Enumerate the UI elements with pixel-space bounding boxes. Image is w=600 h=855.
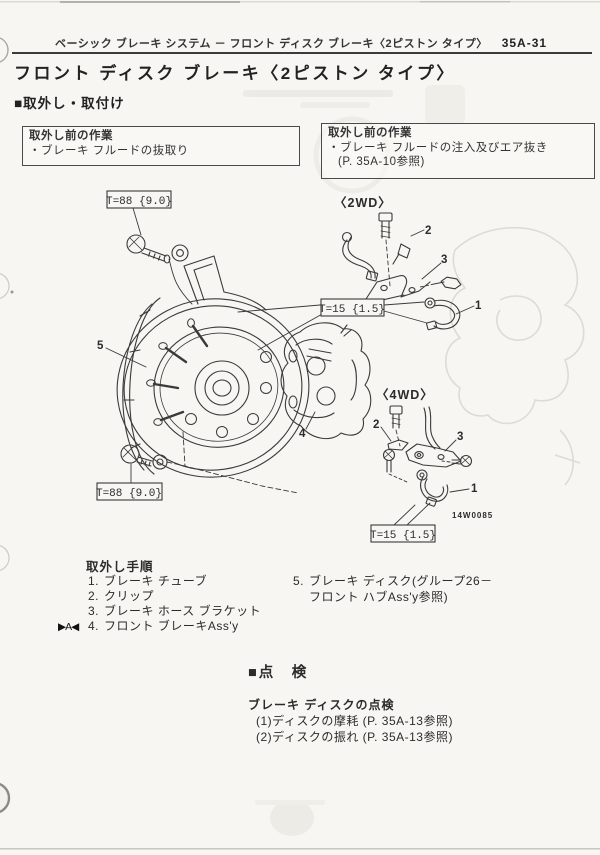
figure-code: 14W0085	[452, 511, 493, 520]
torque-label-lower: T=88 {9.0}	[96, 488, 162, 500]
pre-removal-box-right-title: 取外し前の作業	[328, 127, 412, 139]
page-number: 35A-31	[501, 36, 548, 50]
torque-label-4wd-hose: T=15 {1.5}	[370, 530, 436, 542]
page-title: フロント ディスク ブレーキ〈2ピストン タイプ〉	[14, 64, 456, 83]
removal-step-3: 3. ブレーキ ホース ブラケット	[58, 602, 261, 619]
background-ghost-sketch	[445, 226, 585, 486]
removal-step-5: 5. ブレーキ ディスク(グループ26－	[293, 572, 493, 589]
variant-label-4wd: 〈4WD〉	[376, 387, 434, 402]
step-number: 4.	[88, 619, 100, 633]
callout-1-4wd: 1	[471, 483, 478, 495]
step-number: 5.	[293, 574, 305, 588]
pre-removal-box-right-item: ・ブレーキ フルードの注入及びエア抜き	[328, 141, 548, 154]
removal-step-1: 1. ブレーキ チューブ	[58, 572, 207, 589]
2wd-parts-drawing	[341, 212, 475, 331]
removal-step-2: 2. クリップ	[58, 587, 154, 604]
removal-step-4: ▶A◀ 4. フロント ブレーキAss'y	[58, 617, 239, 634]
step-marker-a: ▶A◀	[58, 621, 79, 633]
section-heading-inspection: ■点 検	[248, 665, 309, 681]
page-header: ベーシック ブレーキ システム － フロント ディスク ブレーキ〈2ピストン タ…	[55, 35, 590, 51]
torque-label-2wd-hose: T=15 {1.5}	[319, 304, 385, 316]
callout-1-2wd: 1	[475, 300, 482, 312]
pre-removal-box-left-title: 取外し前の作業	[29, 130, 113, 142]
torque-box-lower: T=88 {9.0}	[96, 482, 163, 501]
step-text: フロント ブレーキAss'y	[104, 619, 239, 633]
torque-label-upper: T=88 {9.0}	[106, 196, 172, 208]
breadcrumb: ベーシック ブレーキ システム － フロント ディスク ブレーキ〈2ピストン タ…	[55, 38, 488, 50]
pre-removal-box-left-item: ・ブレーキ フルードの抜取り	[29, 144, 189, 157]
removal-step-5-continued: フロント ハブAss'y参照)	[309, 590, 449, 604]
step-text: ブレーキ ディスク(グループ26－	[309, 574, 493, 588]
pre-removal-box-right-ref: (P. 35A-10参照)	[338, 156, 425, 168]
callout-2-2wd: 2	[425, 225, 431, 237]
section-heading-removal-install: ■取外し・取付け	[14, 96, 125, 111]
variant-label-2wd: 〈2WD〉	[334, 195, 392, 210]
4wd-parts-drawing	[380, 405, 473, 526]
torque-box-4wd-hose: T=15 {1.5}	[370, 524, 436, 543]
inspection-item-1: (1)ディスクの摩耗 (P. 35A-13参照)	[256, 714, 453, 728]
inspection-subheading: ブレーキ ディスクの点検	[248, 698, 395, 712]
step-number: 3.	[88, 604, 100, 618]
diagram-labels: T=88 {9.0} T=88 {9.0} T=15 {1.5} T=15 {1…	[96, 190, 493, 543]
header-rule	[12, 52, 592, 54]
step-text: ブレーキ ホース ブラケット	[104, 604, 262, 618]
step-text: クリップ	[104, 589, 155, 603]
brake-assembly-drawing	[105, 207, 372, 494]
step-number: 2.	[88, 589, 100, 603]
step-text: ブレーキ チューブ	[104, 574, 208, 588]
callout-2-4wd: 2	[373, 419, 379, 431]
removal-steps-heading: 取外し手順	[86, 560, 154, 574]
callout-3-4wd: 3	[457, 431, 463, 443]
step-number: 1.	[88, 574, 100, 588]
callout-4: 4	[299, 428, 306, 440]
pre-removal-box-right: 取外し前の作業 ・ブレーキ フルードの注入及びエア抜き (P. 35A-10参照…	[321, 123, 595, 179]
inspection-item-2: (2)ディスクの振れ (P. 35A-13参照)	[256, 730, 453, 744]
callout-5: 5	[97, 340, 104, 352]
callout-3-2wd: 3	[441, 254, 447, 266]
pre-removal-box-left: 取外し前の作業 ・ブレーキ フルードの抜取り	[22, 126, 300, 166]
torque-box-upper: T=88 {9.0}	[106, 190, 172, 209]
torque-box-2wd-hose: T=15 {1.5}	[319, 298, 385, 317]
